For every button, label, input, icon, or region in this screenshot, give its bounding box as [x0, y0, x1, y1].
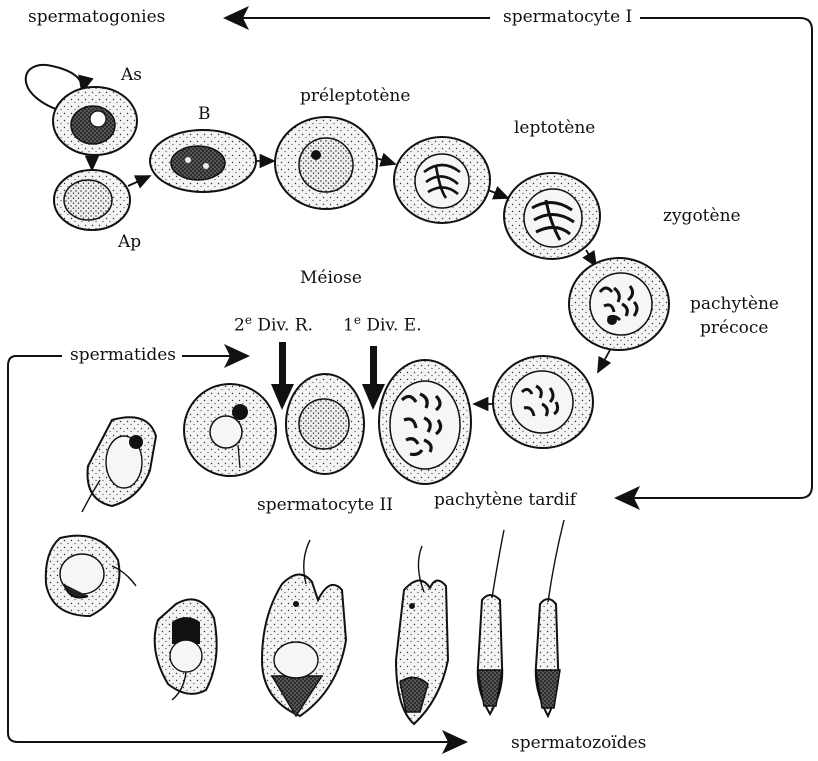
spermatozoid-2 — [536, 520, 564, 716]
cell-zygotene — [504, 173, 600, 259]
cell-b — [150, 130, 256, 192]
label-div-1: 1e Div. E. — [343, 314, 422, 335]
arrow-prelepto-lepto — [376, 158, 395, 164]
label-pachytene-precoce-line1: pachytène — [690, 296, 779, 313]
spermatid-elongating-2 — [46, 536, 136, 616]
label-pachytene-tardif: pachytène tardif — [434, 492, 576, 509]
div1-superscript: e — [354, 313, 361, 327]
cell-preleptotene — [275, 117, 377, 209]
spermatid-elongating-4 — [262, 540, 346, 716]
label-ap: Ap — [118, 234, 141, 251]
label-spermatides: spermatides — [70, 347, 176, 364]
spermatid-elongating-1 — [82, 417, 156, 512]
cell-pachytene-precoce — [569, 258, 669, 350]
label-spermatozoides: spermatozoïdes — [511, 735, 646, 752]
cell-leptotene — [394, 137, 490, 223]
spermatid-elongating-5 — [396, 546, 448, 724]
label-as: As — [121, 67, 142, 84]
bracket-right — [616, 18, 812, 498]
label-leptotene: leptotène — [514, 120, 595, 137]
spermatozoid-1 — [478, 530, 504, 714]
div2-number: 2 — [234, 316, 245, 336]
label-spermatocyte-i: spermatocyte I — [503, 9, 632, 26]
label-b: B — [198, 106, 211, 123]
cell-pachytene-tardif — [379, 360, 471, 484]
label-spermatocyte-ii: spermatocyte II — [257, 497, 393, 514]
label-preleptotene: préleptotène — [300, 88, 410, 105]
label-div-2: 2e Div. R. — [234, 314, 313, 335]
label-meiose: Méiose — [300, 270, 362, 287]
arrow-lepto-zygo — [488, 190, 508, 198]
label-spermatogonies: spermatogonies — [28, 9, 165, 26]
cell-ap — [54, 170, 130, 230]
cell-pachytene-mid — [493, 356, 593, 448]
label-pachytene-precoce-line2: précoce — [700, 320, 768, 337]
label-zygotene: zygotène — [663, 208, 741, 225]
spermatid-elongating-3 — [155, 599, 217, 700]
arrow-ap-b — [128, 176, 150, 186]
cell-spermatocyte-ii — [286, 374, 364, 474]
cell-spermatid-round — [184, 384, 276, 476]
div1-number: 1 — [343, 316, 354, 336]
div2-text: Div. R. — [257, 316, 313, 336]
cell-as — [53, 87, 137, 155]
div1-text: Div. E. — [366, 316, 421, 336]
arrow-pachy-mid — [598, 350, 610, 372]
div2-superscript: e — [245, 313, 252, 327]
